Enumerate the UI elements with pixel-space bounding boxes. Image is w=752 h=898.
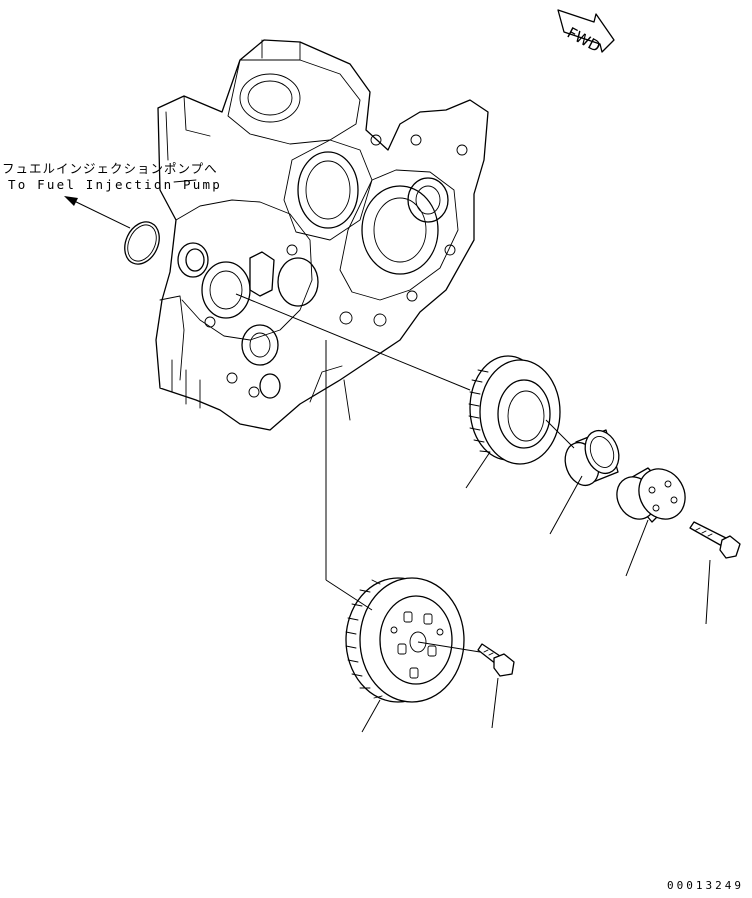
gear-shaft: [616, 467, 686, 523]
bolt-lower: [477, 643, 515, 677]
bolt-right: [689, 521, 741, 559]
drawing-number: 00013249: [667, 879, 744, 892]
annotation-japanese: フュエルインジェクションポンプへ: [2, 161, 218, 176]
assembly-lines: [235, 293, 711, 733]
oil-seal: [177, 242, 209, 278]
annotation-english: To Fuel Injection Pump: [8, 177, 222, 192]
fwd-arrow-icon: FWD: [557, 9, 615, 56]
o-ring: [124, 221, 160, 265]
fwd-label: FWD: [564, 24, 603, 56]
engine-block: [155, 39, 489, 431]
leader-arrow-icon: [64, 196, 131, 229]
bushing: [564, 429, 620, 487]
crankshaft-gear: [345, 577, 465, 703]
camshaft-gear: [468, 355, 561, 465]
